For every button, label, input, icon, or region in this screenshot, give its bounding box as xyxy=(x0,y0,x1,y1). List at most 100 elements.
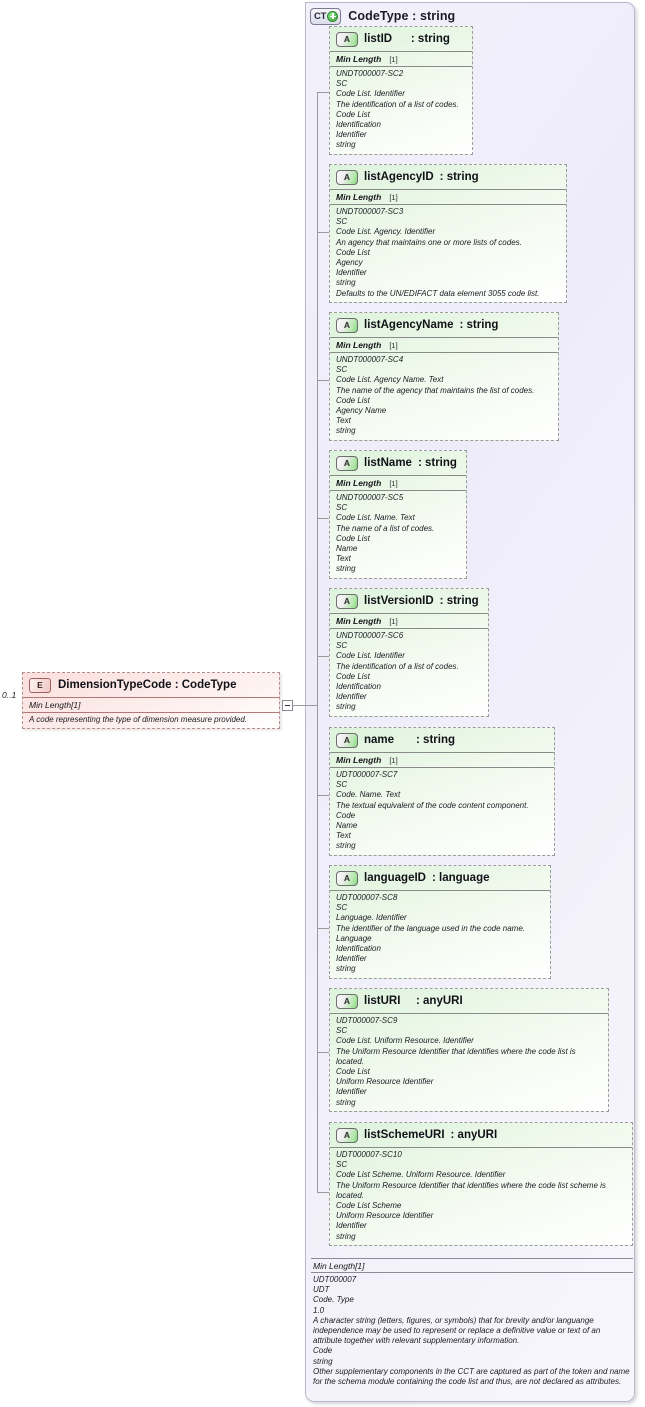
facet-row-listagencyname: Min Length[1] xyxy=(330,337,558,352)
documentation-languageid: UDT000007-SC8 SC Language. Identifier Th… xyxy=(330,890,550,978)
doc-line: SC xyxy=(336,217,348,227)
doc-line: SC xyxy=(336,1026,348,1036)
facet-row-name: Min Length[1] xyxy=(330,752,554,767)
attribute-header-listid: A listID : string xyxy=(330,27,472,51)
attribute-box-listid[interactable]: A listID : string Min Length[1] UNDT0000… xyxy=(329,26,473,155)
attribute-type-listagencyname: : string xyxy=(459,319,499,331)
doc-line: The identification of a list of codes. xyxy=(336,99,459,109)
doc-line: Identifier xyxy=(336,954,367,964)
doc-line: The identification of a list of codes. xyxy=(336,661,459,671)
attribute-header-languageid: A languageID : language xyxy=(330,866,550,890)
tree-connector-vertical-lower xyxy=(317,712,318,1192)
doc-line: Defaults to the UN/EDIFACT data element … xyxy=(336,288,540,298)
attribute-box-name[interactable]: A name : string Min Length[1] UDT000007-… xyxy=(329,727,555,856)
element-documentation: A code representing the type of dimensio… xyxy=(23,712,279,728)
documentation-name: UDT000007-SC7 SC Code. Name. Text The te… xyxy=(330,767,554,855)
doc-line: Language. Identifier xyxy=(336,913,407,923)
attribute-type-listuri: : anyURI xyxy=(416,995,463,1007)
doc-line: Identifier xyxy=(336,268,367,278)
attribute-name-languageid: languageID xyxy=(364,872,426,884)
plus-circle-icon[interactable] xyxy=(327,10,339,22)
attribute-type-name: : string xyxy=(416,734,456,746)
doc-line: Code List xyxy=(336,109,370,119)
facet-value: [1] xyxy=(355,1261,365,1271)
attribute-box-listagencyname[interactable]: A listAgencyName : string Min Length[1] … xyxy=(329,312,559,441)
doc-line: SC xyxy=(336,365,348,375)
doc-line: UNDT000007-SC3 xyxy=(336,207,404,216)
doc-line: The name of a list of codes. xyxy=(336,523,435,533)
doc-line: string xyxy=(336,841,356,851)
attribute-header-listversionid: A listVersionID : string xyxy=(330,589,488,613)
attribute-type-listschemeuri: : anyURI xyxy=(450,1129,498,1141)
complextype-header[interactable]: CT CodeType : string xyxy=(310,6,455,26)
doc-line: Uniform Resource Identifier xyxy=(336,1211,434,1221)
branch-line-listagencyid xyxy=(317,232,329,233)
branch-line-name xyxy=(317,795,329,796)
doc-line: The Uniform Resource Identifier that ide… xyxy=(336,1046,576,1066)
attribute-name-listname: listName xyxy=(364,457,412,469)
doc-line: Text xyxy=(336,831,351,841)
documentation-listid: UNDT000007-SC2 SC Code List. Identifier … xyxy=(330,66,472,154)
doc-line: SC xyxy=(336,79,348,89)
attribute-box-listuri[interactable]: A listURI : anyURI UDT000007-SC9 SC Code… xyxy=(329,988,609,1112)
facet-label: Min Length xyxy=(336,340,382,350)
attribute-box-listversionid[interactable]: A listVersionID : string Min Length[1] U… xyxy=(329,588,489,717)
attribute-type-listagencyid: : string xyxy=(439,171,479,183)
documentation-listversionid: UNDT000007-SC6 SC Code List. Identifier … xyxy=(330,628,488,716)
complextype-badge-label: CT xyxy=(314,10,327,22)
doc-line: 1.0 xyxy=(313,1305,325,1315)
documentation-listagencyname: UNDT000007-SC4 SC Code List. Agency Name… xyxy=(330,352,558,440)
facet-value: [1] xyxy=(389,193,398,202)
doc-line: UDT000007 xyxy=(313,1275,357,1284)
facet-label: Min Length xyxy=(336,478,382,488)
minus-box-icon[interactable] xyxy=(282,700,293,711)
attribute-box-listname[interactable]: A listName : string Min Length[1] UNDT00… xyxy=(329,450,467,579)
doc-line: UDT000007-SC10 xyxy=(336,1150,402,1159)
doc-line: The identifier of the language used in t… xyxy=(336,923,526,933)
branch-line-listuri xyxy=(317,1052,329,1053)
attribute-box-languageid[interactable]: A languageID : language UDT000007-SC8 SC… xyxy=(329,865,551,979)
attribute-type-listname: : string xyxy=(417,457,457,469)
doc-line: SC xyxy=(336,1160,348,1170)
doc-line: string xyxy=(336,964,356,974)
doc-line: Identifier xyxy=(336,692,367,702)
attribute-header-listagencyid: A listAgencyID : string xyxy=(330,165,566,189)
doc-line: Code. Name. Text xyxy=(336,790,401,800)
doc-line: SC xyxy=(336,903,348,913)
doc-line: string xyxy=(336,564,356,574)
doc-line: Code List xyxy=(336,247,370,257)
doc-line: Code List Scheme. Uniform Resource. Iden… xyxy=(336,1170,506,1180)
doc-line: Text xyxy=(336,416,351,426)
element-facet-row: Min Length[1] xyxy=(23,697,279,712)
attribute-badge-icon: A xyxy=(336,317,358,333)
doc-line: Uniform Resource Identifier xyxy=(336,1077,434,1087)
element-title: DimensionTypeCode : CodeType xyxy=(58,679,237,691)
doc-line: Code. Type xyxy=(313,1295,354,1305)
doc-line: string xyxy=(313,1356,333,1366)
doc-line: Code List xyxy=(336,1067,370,1077)
doc-line: Identification xyxy=(336,120,381,130)
doc-line: A code representing the type of dimensio… xyxy=(29,715,248,724)
attribute-type-languageid: : language xyxy=(431,872,490,884)
doc-line: string xyxy=(336,702,356,712)
doc-line: Identification xyxy=(336,944,381,954)
doc-line: UNDT000007-SC4 xyxy=(336,355,404,364)
facet-value: [1] xyxy=(71,700,81,710)
attribute-header-listname: A listName : string xyxy=(330,451,466,475)
element-header: E DimensionTypeCode : CodeType xyxy=(23,673,279,697)
attribute-name-listschemeuri: listSchemeURI xyxy=(364,1129,445,1141)
doc-line: UNDT000007-SC6 xyxy=(336,631,404,640)
facet-row-listversionid: Min Length[1] xyxy=(330,613,488,628)
attribute-box-listagencyid[interactable]: A listAgencyID : string Min Length[1] UN… xyxy=(329,164,567,303)
doc-line: UDT000007-SC8 xyxy=(336,893,398,902)
branch-line-listname xyxy=(317,518,329,519)
attribute-header-listagencyname: A listAgencyName : string xyxy=(330,313,558,337)
complextype-badge[interactable]: CT xyxy=(310,7,342,25)
element-box-dimensiontypecode[interactable]: E DimensionTypeCode : CodeType Min Lengt… xyxy=(22,672,280,730)
attribute-name-name: name xyxy=(364,734,411,746)
attribute-box-listschemeuri[interactable]: A listSchemeURI : anyURI UDT000007-SC10 … xyxy=(329,1122,633,1246)
doc-line: The name of the agency that maintains th… xyxy=(336,385,535,395)
doc-line: SC xyxy=(336,780,348,790)
doc-line: Agency Name xyxy=(336,406,387,416)
attribute-name-listid: listID xyxy=(364,33,405,45)
